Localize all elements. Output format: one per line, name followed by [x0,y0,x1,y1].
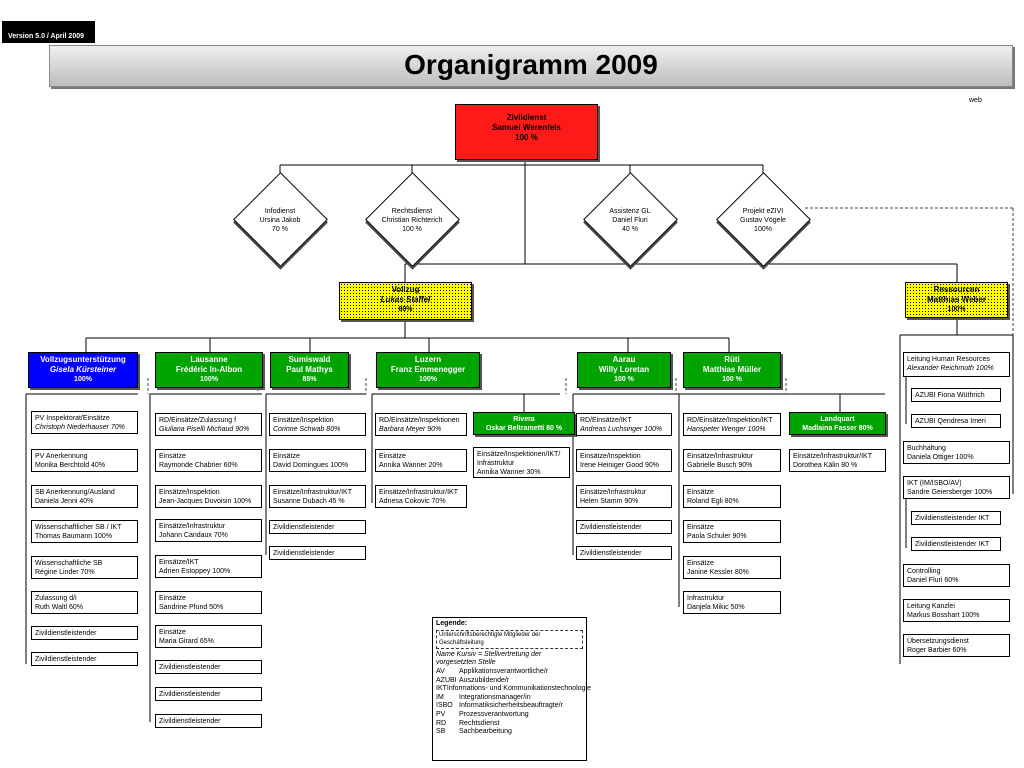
member-box: Zivildienstleistender [155,714,262,728]
node-title: Zivildienst [506,113,547,122]
member-box: Zivildienstleistender [31,626,138,640]
member-box: Zivildienstleistender [155,687,262,701]
member-box: Zivildienstleistender [31,652,138,666]
org-node-vollzug: Vollzug Lukas Staffel 80% [339,282,472,320]
legend-dashed-sample: Unterschriftsberechtigte Mitglieder der … [436,629,583,649]
member-box: Zivildienstleistender [576,546,672,560]
web-label: web [969,97,982,104]
node-percent: 100 % [515,133,538,142]
legend: Legende: Unterschriftsberechtigte Mitgli… [432,617,591,761]
legend-italic-note: Name Kursiv = Stellvertretung der vorges… [436,650,542,667]
member-box: Zivildienstleistender [155,660,262,674]
member-box: AZUBI Fiona Wüthrich [911,388,1001,402]
legend-title: Legende: [436,620,468,627]
member-box: Zivildienstleistender [269,546,366,560]
version-label: Version 5.0 / April 2009 [2,21,95,43]
member-box: AZUBI Qendresa Imeri [911,414,1001,428]
member-box: IKT (IM/ISBO/AV)Sandre Geiersberger 100% [903,476,1010,499]
org-node-ressourcen: Ressourcen Matthias Weber 100% [905,282,1008,318]
member-box: Zivildienstleistender IKT [911,511,1001,525]
member-box: Zivildienstleistender [576,520,672,534]
org-node-zivildienst: Zivildienst Samuel Werenfels 100 % [455,104,598,160]
title-bar [49,45,1013,87]
member-box: Zivildienstleistender [269,520,366,534]
node-person: Samuel Werenfels [492,123,561,132]
member-box: Zivildienstleistender IKT [911,537,1001,551]
page-title: Organigramm 2009 [404,49,658,80]
